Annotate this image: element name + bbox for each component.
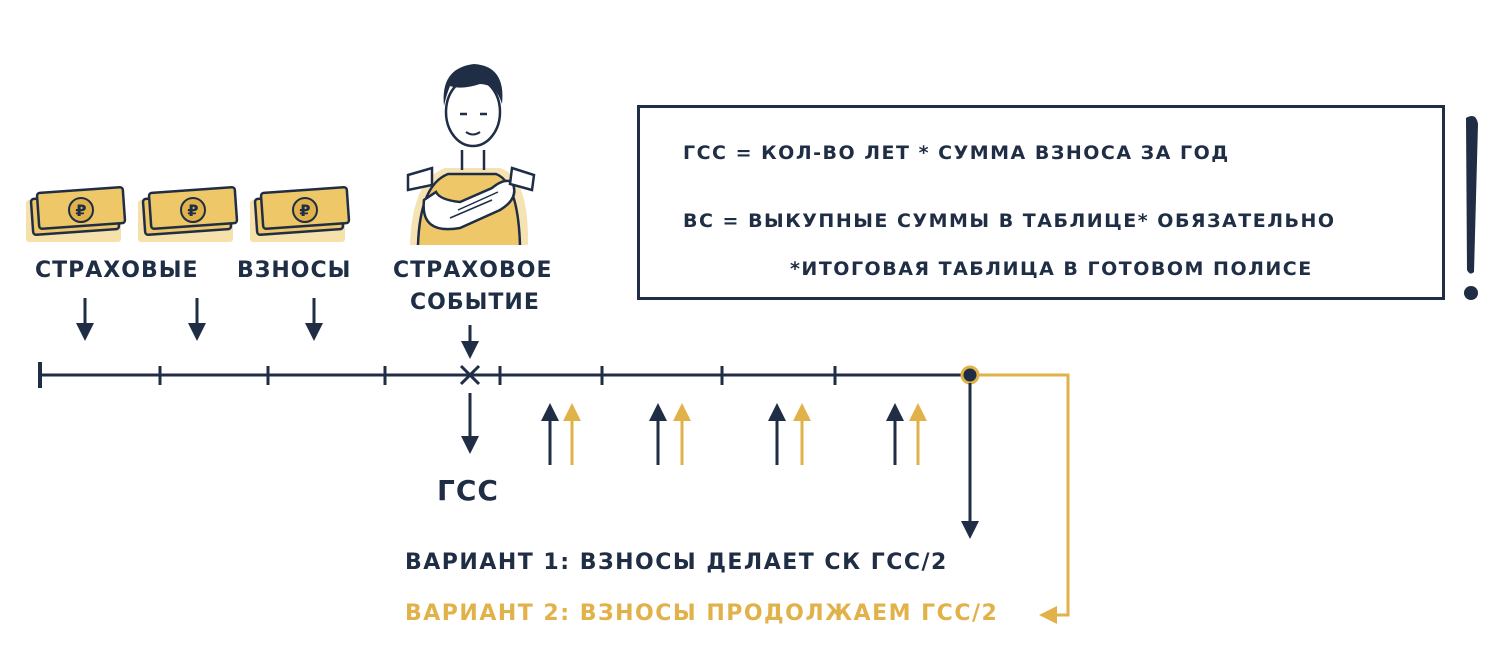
ruble-sign: ₽: [187, 201, 198, 220]
ruble-banknotes-icon: ₽: [250, 187, 349, 242]
insurance-word: СТРАХОВЫЕ: [35, 258, 199, 283]
event-label-line2: СОБЫТИЕ: [410, 290, 540, 315]
variant-1-text: ВАРИАНТ 1: ВЗНОСЫ ДЕЛАЕТ СК ГСС/2: [405, 550, 948, 575]
variant2-connector: [978, 375, 1068, 615]
person-with-cast-arm-icon: [408, 64, 534, 245]
premiums-word: ВЗНОСЫ: [237, 258, 351, 283]
ruble-sign: ₽: [299, 201, 310, 220]
event-label-line1: СТРАХОВОЕ: [393, 258, 552, 283]
ruble-banknotes-icon: ₽: [26, 187, 125, 242]
legend-line-gss: ГСС = КОЛ-ВО ЛЕТ * СУММА ВЗНОСА ЗА ГОД: [683, 142, 1230, 164]
gss-label: ГСС: [437, 474, 499, 507]
legend-footnote: *ИТОГОВАЯ ТАБЛИЦА В ГОТОВОМ ПОЛИСЕ: [790, 258, 1313, 280]
legend-line-vs: ВС = ВЫКУПНЫЕ СУММЫ В ТАБЛИЦЕ* ОБЯЗАТЕЛЬ…: [683, 210, 1336, 232]
ruble-banknotes-icon: ₽: [138, 187, 237, 242]
ruble-sign: ₽: [75, 201, 86, 220]
exclamation-icon: [1464, 116, 1478, 300]
variant-2-text: ВАРИАНТ 2: ВЗНОСЫ ПРОДОЛЖАЕМ ГСС/2: [405, 601, 998, 626]
timeline-end-dot: [962, 367, 978, 383]
